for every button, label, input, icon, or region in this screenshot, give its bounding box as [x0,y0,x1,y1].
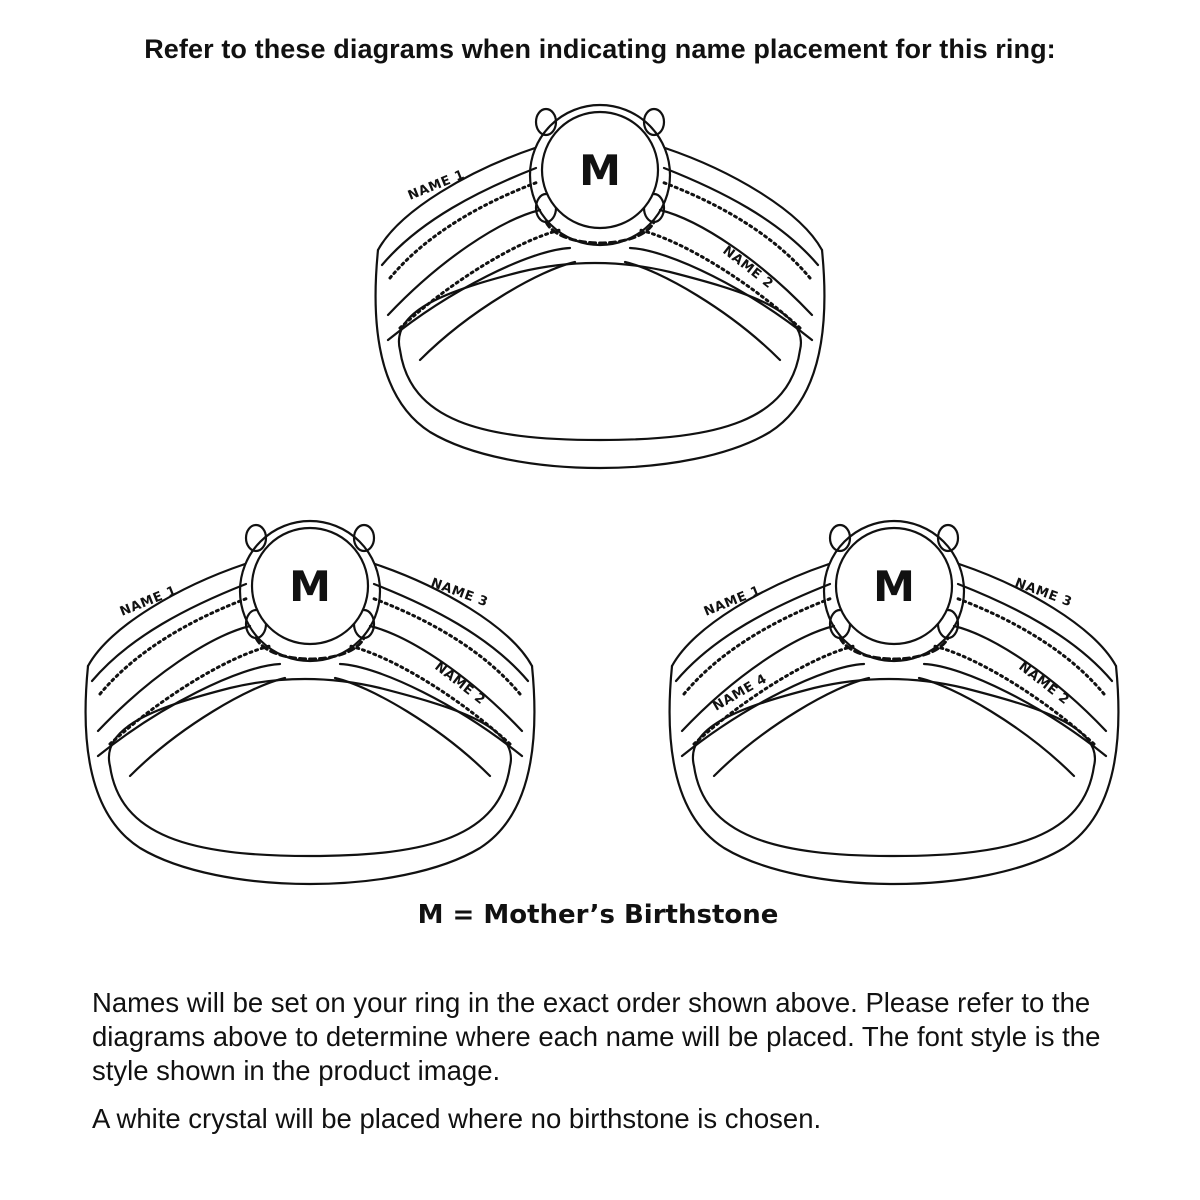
name-3-label: NAME 3 [429,576,490,611]
name-1-label: NAME 1 [702,583,763,619]
ring-inner-opening [397,261,803,442]
ring-inner-opening [107,677,513,858]
name-3-label: NAME 3 [1013,576,1074,611]
name-1-label: NAME 1 [118,583,179,619]
stone-legend: M = Mother’s Birthstone [417,900,779,930]
ring-inner-opening [691,677,1097,858]
stone-label: M [579,146,621,195]
instructions: Names will be set on your ring in the ex… [92,986,1152,1150]
ring-diagram-four-names: M NAME 1 NAME 3 NAME 4 NAME 2 [654,516,1134,896]
instruction-paragraph: A white crystal will be placed where no … [92,1103,822,1134]
ring-band-outline [374,248,826,470]
ring-diagram-three-names: M NAME 1 NAME 3 NAME 2 [70,516,550,896]
birthstone-setting [540,110,660,230]
name-1-label: NAME 1 [406,167,467,203]
ring-diagram-two-names: M NAME 1 NAME 2 [360,100,840,480]
stone-label: M [873,562,915,611]
birthstone-setting [834,526,954,646]
ring-band-outline [84,664,536,886]
stone-label: M [289,562,331,611]
ring-band-outline [668,664,1120,886]
diagram-heading: Refer to these diagrams when indicating … [144,34,1056,64]
birthstone-setting [250,526,370,646]
instruction-paragraph: Names will be set on your ring in the ex… [92,987,1101,1086]
